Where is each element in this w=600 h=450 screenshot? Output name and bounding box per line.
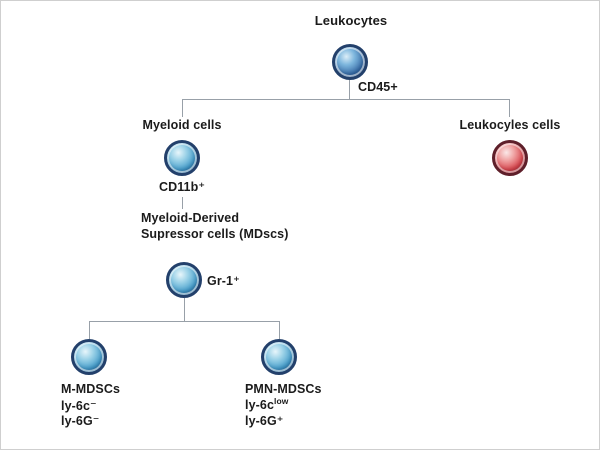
connector-line: [182, 99, 510, 100]
connector-line: [509, 99, 510, 117]
marker-gr1: Gr-1⁺: [207, 274, 240, 288]
node-title-m-mdsc: M-MDSCs: [61, 382, 121, 396]
connector-line: [182, 197, 183, 209]
m-mdsc-marker-ly6c: ly-6c⁻: [61, 399, 97, 413]
node-title-leukocytes: Leukocytes: [314, 13, 388, 28]
node-title-pmn-mdsc: PMN-MDSCs: [245, 382, 322, 396]
leukocytes-cell-icon: [332, 44, 368, 80]
node-title-leukocyles-cells: Leukocyles cells: [459, 118, 561, 132]
marker-superscript-low: low: [274, 395, 289, 406]
pmn-mdsc-marker-ly6g: ly-6G⁺: [245, 414, 284, 428]
mdsc-cell-icon: [166, 262, 202, 298]
node-title-mdsc-line1: Myeloid-Derived: [141, 211, 240, 225]
marker-cd11b: CD11b⁺: [158, 180, 206, 194]
connector-line: [89, 321, 90, 339]
connector-line: [182, 99, 183, 117]
marker-cd45: CD45+: [358, 80, 398, 94]
m-mdsc-marker-ly6g: ly-6G⁻: [61, 414, 100, 428]
marker-base-text: ly-6c: [245, 398, 274, 412]
connector-line: [89, 321, 279, 322]
connector-line: [349, 80, 350, 99]
leukocyles-cell-icon: [492, 140, 528, 176]
pmn-mdsc-cell-icon: [261, 339, 297, 375]
myeloid-cell-icon: [164, 140, 200, 176]
pmn-mdsc-marker-ly6c: ly-6clow: [245, 395, 289, 412]
connector-line: [184, 298, 185, 321]
node-title-mdsc-line2: Supressor cells (MDscs): [141, 227, 289, 241]
m-mdsc-cell-icon: [71, 339, 107, 375]
connector-line: [279, 321, 280, 339]
node-title-myeloid-cells: Myeloid cells: [142, 118, 222, 132]
